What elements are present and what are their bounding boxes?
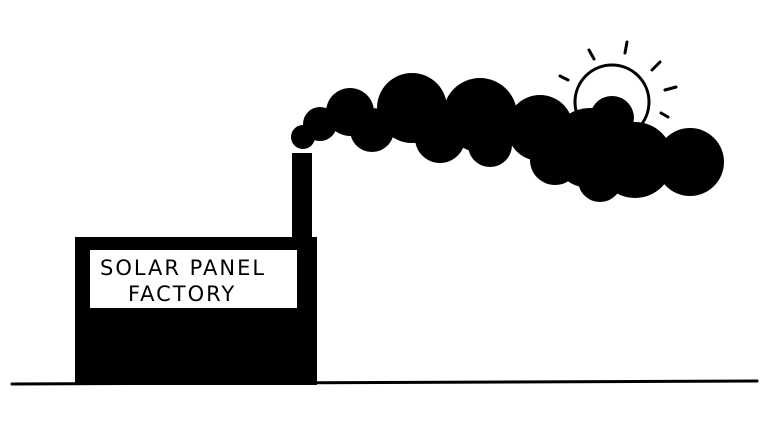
factory-building: SOLAR PANEL FACTORY bbox=[75, 237, 317, 385]
sign-line-2: FACTORY bbox=[128, 282, 236, 306]
chimney bbox=[292, 153, 312, 243]
factory-sign bbox=[90, 250, 297, 308]
sign-line-1: SOLAR PANEL bbox=[100, 256, 266, 280]
smoke-cloud bbox=[291, 73, 724, 202]
sun-rays bbox=[558, 40, 678, 119]
ground-line bbox=[10, 379, 759, 386]
